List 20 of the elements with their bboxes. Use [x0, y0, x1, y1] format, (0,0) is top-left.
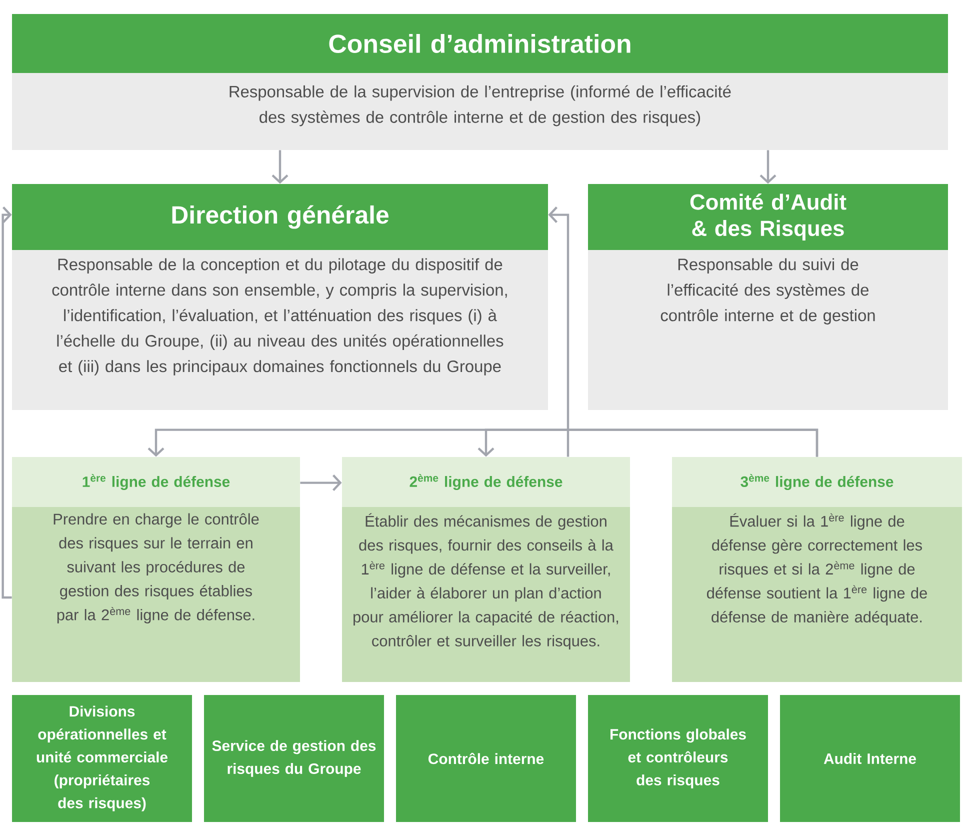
heading-band: 3$^{ème}$ ligne de défense	[672, 457, 962, 507]
heading-band: 1$^{ère}$ ligne de défense	[12, 457, 300, 507]
management-box: Responsable de la conception et du pilotage du dispositif de contrôle interne dans son ensemble, y compris la supervision, l’identification, l’évaluation, et l’atténuation des risques (i) à l’échelle du Groupe, (ii) au niveau des unités opérationnelles et (iii) dans les principaux domaines fonctionnels du Groupe	[12, 250, 548, 410]
arrow	[2, 206, 12, 599]
arrow	[478, 428, 818, 457]
committee-box: Responsable du suivi de l’efficacité des systèmes de contrôle interne et de gestion	[588, 250, 948, 410]
arrow	[548, 206, 570, 457]
function-box: Contrôle interne	[396, 695, 576, 822]
heading-band: 2$^{ème}$ ligne de défense	[342, 457, 630, 507]
function-box: Service de gestion des risques du Groupe	[204, 695, 384, 822]
heading-band: Direction générale	[12, 184, 548, 250]
arrow	[300, 474, 342, 492]
heading-band: Conseil d’administration	[12, 14, 948, 73]
arrow	[760, 150, 776, 184]
function-box: Audit Interne	[780, 695, 960, 822]
arrow	[272, 150, 288, 184]
function-box: Divisions opérationnelles et unité commerciale (propriétaires des risques)	[12, 695, 192, 822]
board-box: Responsable de la supervision de l’entreprise (informé de l’efficacité des systèmes de contrôle interne et de gestion des risques)	[12, 73, 948, 150]
function-box: Fonctions globales et contrôleurs des risques	[588, 695, 768, 822]
heading-band: Comité d’Audit & des Risques	[588, 184, 948, 250]
